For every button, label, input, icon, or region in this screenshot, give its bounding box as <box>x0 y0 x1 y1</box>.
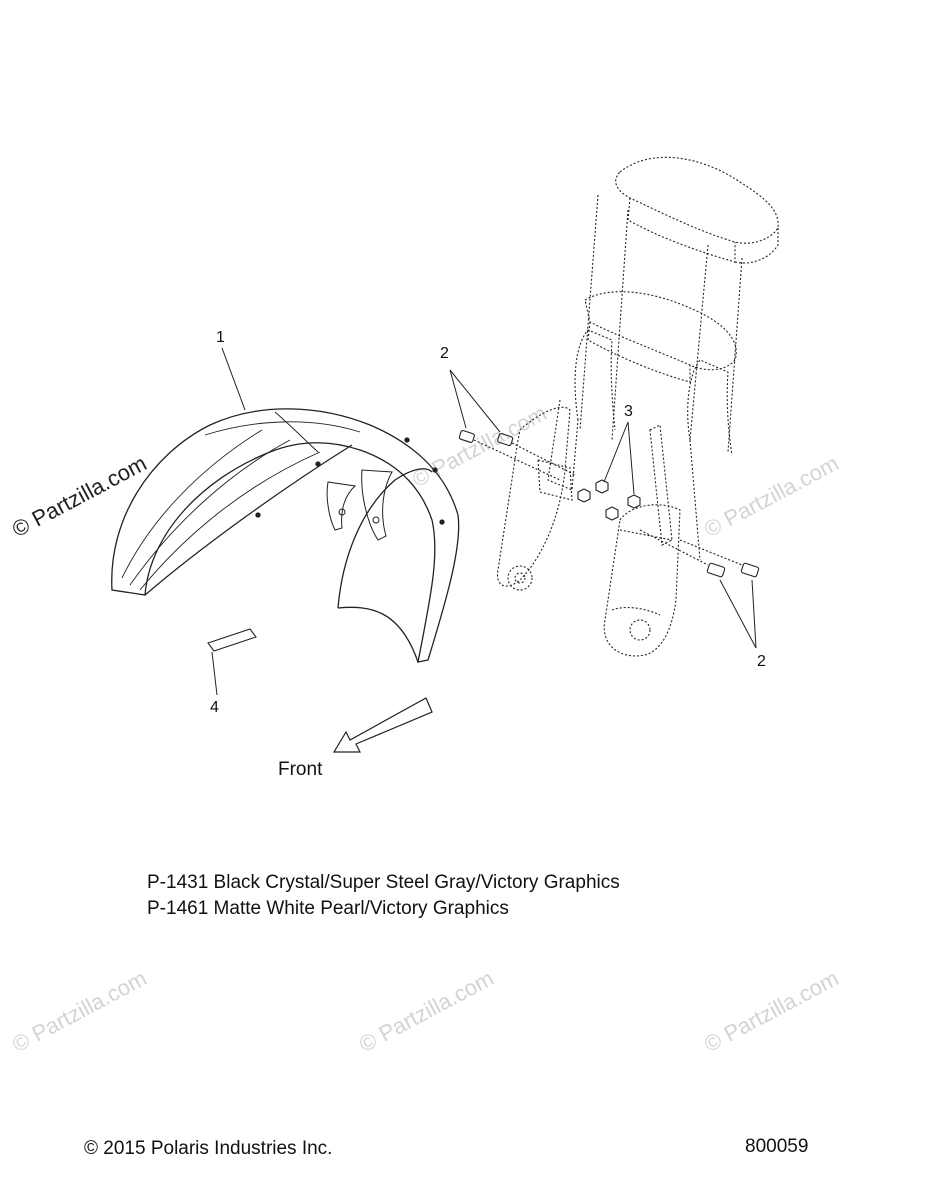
diagram-number: 800059 <box>745 1136 809 1157</box>
callout-2-top: 2 <box>440 345 449 362</box>
copyright-text: © 2015 Polaris Industries Inc. <box>84 1138 333 1159</box>
front-fender <box>111 408 460 663</box>
front-label: Front <box>278 759 323 780</box>
callout-3: 3 <box>624 403 633 420</box>
note-line-2: P-1461 Matte White Pearl/Victory Graphic… <box>147 898 509 919</box>
callout-2-bottom: 2 <box>757 653 766 670</box>
callout-1: 1 <box>216 329 225 346</box>
callout-4: 4 <box>210 699 219 716</box>
front-direction-arrow <box>332 697 433 753</box>
fasteners <box>458 430 760 578</box>
note-line-1: P-1431 Black Crystal/Super Steel Gray/Vi… <box>147 872 620 893</box>
leader-lines <box>211 347 757 696</box>
fork-assembly <box>496 156 779 657</box>
